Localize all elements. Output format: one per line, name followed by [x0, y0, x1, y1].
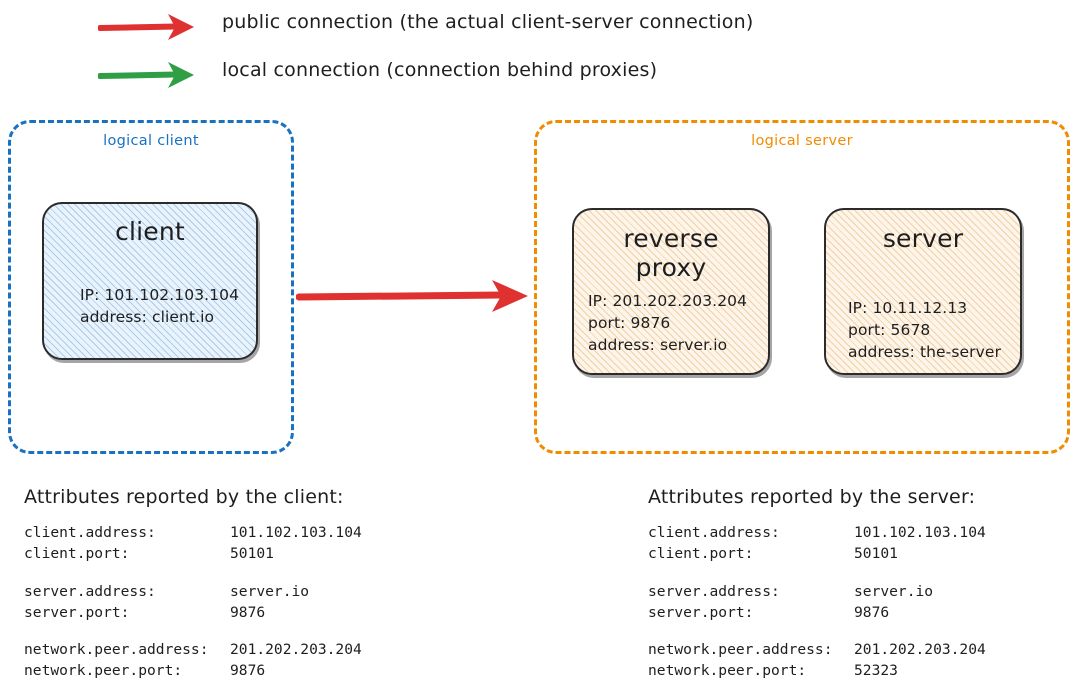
node-reverse-proxy[interactable]: reverse proxy IP: 201.202.203.204 port: … [572, 208, 770, 375]
attribute-row: client.port: 50101 [24, 543, 362, 564]
legend-item-local-connection: local connection (connection behind prox… [0, 55, 1080, 95]
node-reverse-proxy-address: address: server.io [588, 336, 728, 354]
node-client-ip: IP: 101.102.103.104 [80, 286, 240, 304]
attribute-row: network.peer.address: 201.202.203.204 [648, 639, 986, 660]
attributes-reported-by-client: Attributes reported by the client: clien… [24, 486, 362, 682]
legend: public connection (the actual client-ser… [0, 0, 1080, 105]
node-server-details: IP: 10.11.12.13 port: 5678 address: the-… [826, 253, 1020, 363]
hatch-pattern [44, 204, 256, 358]
attributes-client-heading: Attributes reported by the client: [24, 486, 344, 508]
attribute-group-spacer [648, 565, 986, 581]
attribute-row: server.address: server.io [648, 581, 986, 602]
node-reverse-proxy-title-line1: reverse [623, 224, 719, 253]
legend-label-local-connection: local connection (connection behind prox… [222, 59, 658, 81]
attribute-row: client.address: 101.102.103.104 [648, 522, 986, 543]
attribute-value: 52323 [854, 662, 898, 680]
attribute-value: 101.102.103.104 [230, 524, 362, 541]
attribute-row: server.address: server.io [24, 581, 362, 602]
node-client-details: IP: 101.102.103.104 address: client.io [44, 246, 256, 328]
attribute-value: server.io [854, 582, 934, 600]
attribute-value: 9876 [854, 603, 890, 621]
attribute-key: network.peer.address: [648, 641, 833, 659]
logical-server-container: logical server [534, 120, 1070, 454]
attribute-row: network.peer.address: 201.202.203.204 [24, 639, 362, 660]
attribute-value: 201.202.203.204 [230, 641, 362, 659]
attributes-client-table: client.address: 101.102.103.104 client.por… [24, 522, 362, 682]
attribute-key: network.peer.port: [24, 662, 183, 680]
attribute-value: server.io [230, 582, 310, 600]
hatch-pattern [826, 210, 1020, 373]
node-client-title: client [115, 217, 185, 246]
attribute-value: 9876 [230, 662, 266, 680]
attribute-key: server.port: [24, 603, 130, 621]
attribute-value: 201.202.203.204 [854, 641, 986, 659]
attribute-value: 9876 [230, 603, 266, 621]
attribute-row: network.peer.port: 52323 [648, 660, 986, 681]
attribute-key: client.port: [24, 545, 130, 563]
attribute-key: client.port: [648, 545, 754, 563]
node-reverse-proxy-ip: IP: 201.202.203.204 [588, 292, 748, 310]
public-connection-arrow [295, 270, 532, 322]
attribute-value: 50101 [854, 545, 898, 563]
node-server-ip: IP: 10.11.12.13 [848, 299, 968, 317]
attribute-key: network.peer.port: [648, 662, 807, 680]
attribute-row: server.port: 9876 [24, 602, 362, 623]
attribute-key: client.address: [24, 524, 156, 541]
green-arrow-icon [97, 55, 198, 95]
attribute-key: server.address: [648, 582, 780, 600]
node-reverse-proxy-port: port: 9876 [588, 314, 671, 332]
attribute-group-spacer [24, 565, 362, 581]
node-reverse-proxy-title-line2: proxy [635, 253, 707, 282]
attribute-row: network.peer.port: 9876 [24, 660, 362, 681]
attributes-reported-by-server: Attributes reported by the server: clien… [648, 486, 986, 682]
node-client-address: address: client.io [80, 308, 215, 326]
legend-label-public-connection: public connection (the actual client-ser… [222, 11, 754, 33]
attribute-row: server.port: 9876 [648, 602, 986, 623]
node-reverse-proxy-title: reverse proxy [574, 210, 768, 282]
attribute-key: server.address: [24, 582, 156, 600]
attribute-row: client.port: 50101 [648, 543, 986, 564]
attributes-server-table: client.address: 101.102.103.104 client.por… [648, 522, 986, 682]
attributes-server-heading: Attributes reported by the server: [648, 486, 976, 508]
node-server-port: port: 5678 [848, 321, 931, 339]
node-server-address: address: the-server [848, 343, 1002, 361]
attribute-row: client.address: 101.102.103.104 [24, 522, 362, 543]
legend-item-public-connection: public connection (the actual client-ser… [0, 7, 1080, 47]
red-arrow-icon [97, 7, 198, 47]
attribute-key: network.peer.address: [24, 641, 209, 659]
attribute-group-spacer [24, 623, 362, 639]
logical-client-title: logical client [103, 133, 199, 149]
attribute-value: 50101 [230, 545, 274, 563]
node-server-title: server [882, 224, 964, 253]
node-client[interactable]: client IP: 101.102.103.104 address: clie… [42, 202, 258, 360]
attribute-value: 101.102.103.104 [854, 524, 986, 541]
logical-server-title: logical server [751, 133, 853, 149]
attribute-key: server.port: [648, 603, 754, 621]
hatch-pattern [574, 210, 768, 373]
attribute-group-spacer [648, 623, 986, 639]
node-reverse-proxy-details: IP: 201.202.203.204 port: 9876 address: … [574, 282, 768, 356]
logical-client-container: logical client [8, 120, 294, 454]
node-server[interactable]: server IP: 10.11.12.13 port: 5678 addres… [824, 208, 1022, 375]
attribute-key: client.address: [648, 524, 780, 541]
